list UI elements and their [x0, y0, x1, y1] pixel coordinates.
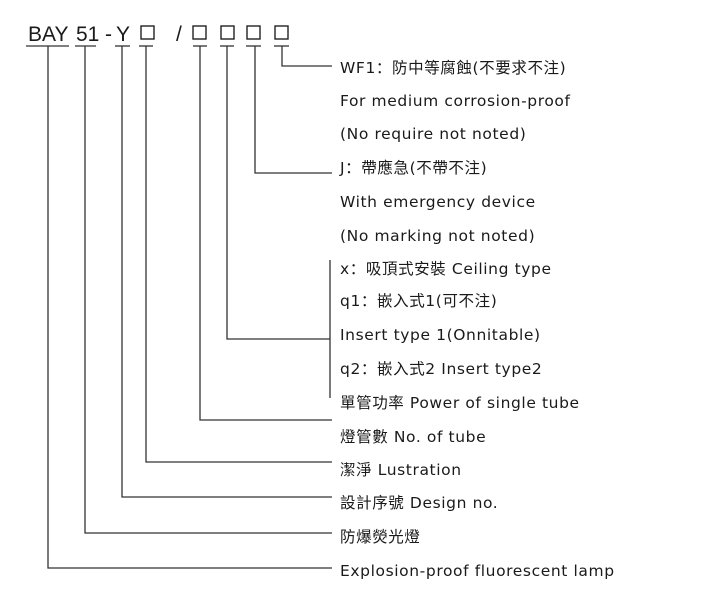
- label-single-tube-power: 單管功率 Power of single tube: [340, 394, 580, 412]
- label-wf1: WF1：防中等腐蝕(不要求不注): [340, 59, 566, 77]
- label-design-no: 設計序號 Design no.: [340, 494, 498, 512]
- label-j-en: With emergency device: [340, 193, 536, 211]
- label-x: x：吸頂式安裝 Ceiling type: [340, 260, 552, 278]
- label-q1: q1：嵌入式1(可不注): [340, 292, 497, 310]
- placeholder-box-1: [140, 25, 155, 40]
- label-lamp-cn: 防爆熒光燈: [340, 527, 421, 546]
- label-tube-count: 燈管數 No. of tube: [340, 428, 486, 446]
- label-lustration: 潔淨 Lustration: [340, 461, 462, 479]
- leader-lines: [47, 46, 332, 569]
- placeholder-box-2: [192, 25, 207, 40]
- label-wf1-en: For medium corrosion-proof: [340, 92, 571, 110]
- code-number: 51: [76, 23, 99, 46]
- code-slash: /: [176, 23, 182, 46]
- label-lamp-en: Explosion-proof fluorescent lamp: [340, 562, 615, 580]
- label-wf1-note: (No require not noted): [340, 125, 526, 143]
- label-j-note: (No marking not noted): [340, 227, 535, 245]
- code-dash: -: [105, 23, 112, 46]
- code-letter: Y: [116, 23, 130, 46]
- placeholder-box-3: [220, 25, 235, 40]
- placeholder-box-4: [246, 25, 261, 40]
- label-q2: q2：嵌入式2 Insert type2: [340, 360, 542, 378]
- placeholder-box-5: [274, 25, 289, 40]
- label-q1-en: Insert type 1(Onnitable): [340, 326, 541, 344]
- label-j: J：帶應急(不帶不注): [339, 158, 487, 177]
- code-prefix: BAY: [28, 23, 68, 46]
